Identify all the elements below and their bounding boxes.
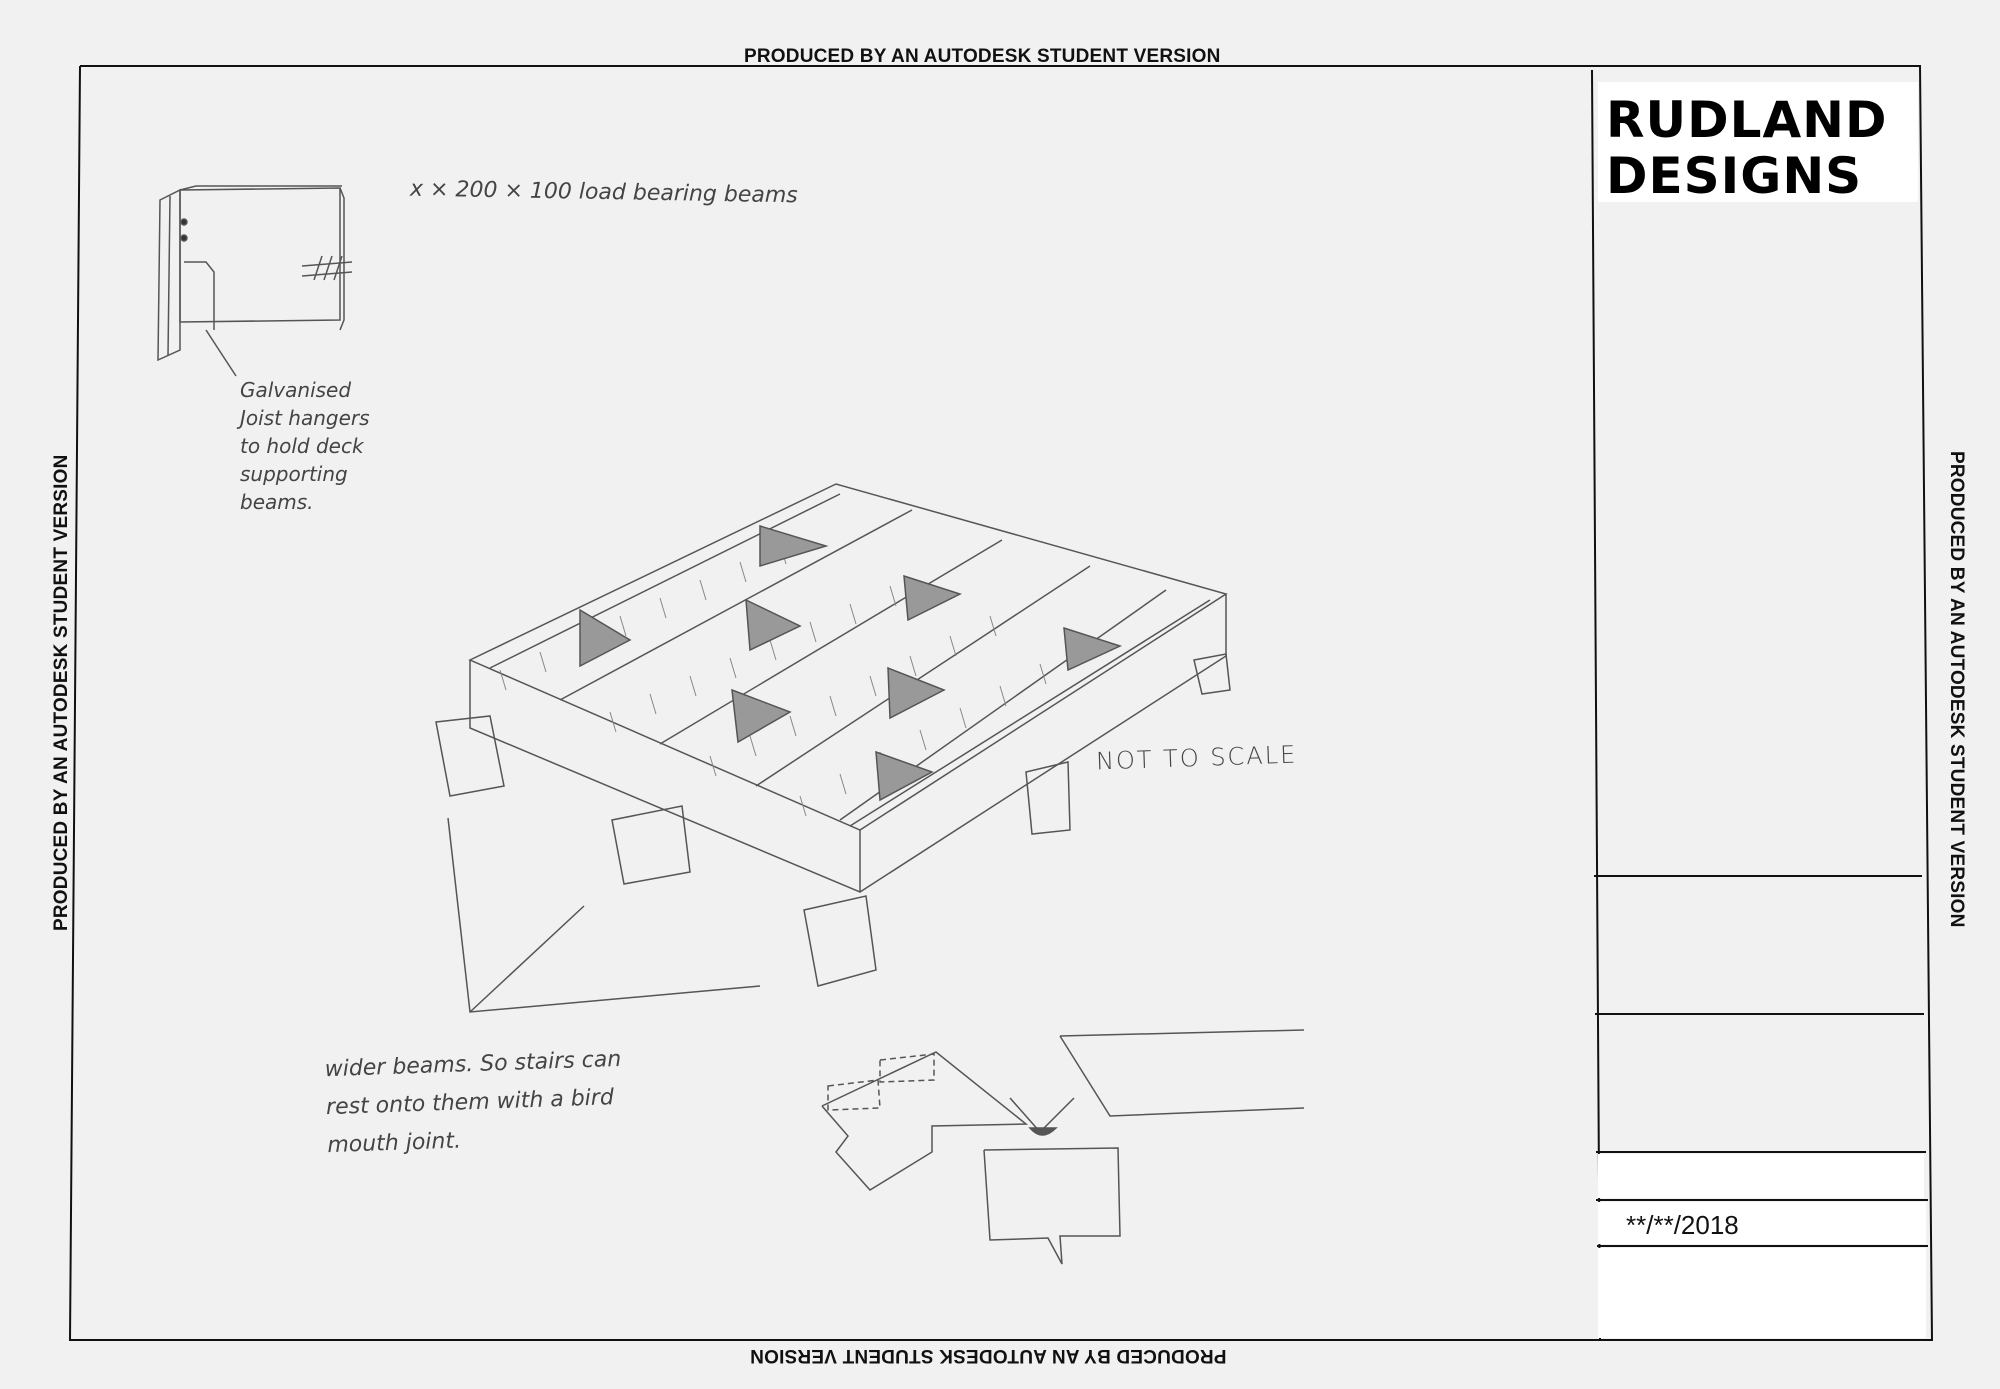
watermark-bottom: PRODUCED BY AN AUTODESK STUDENT VERSION: [750, 1345, 1227, 1366]
watermark-right: PRODUCED BY AN AUTODESK STUDENT VERSION: [1946, 451, 1967, 928]
title-block-field-bottom: [1598, 1248, 1926, 1338]
watermark-left: PRODUCED BY AN AUTODESK STUDENT VERSION: [51, 454, 72, 931]
watermark-top: PRODUCED BY AN AUTODESK STUDENT VERSION: [744, 46, 1221, 67]
title-block-divider: [1591, 69, 1601, 1341]
joist-hanger-sketch: [157, 185, 353, 377]
company-name-line-2: DESIGNS: [1606, 147, 1863, 205]
bird-mouth-joint-sketch: [821, 1029, 1305, 1265]
note-wider-beams: wider beams. So stairs can rest onto the…: [324, 1046, 622, 1159]
deck-frame-sketch: [435, 483, 1231, 1013]
company-logo: RUDLAND DESIGNS: [1598, 82, 1918, 205]
company-name-line-1: RUDLAND: [1606, 91, 1888, 149]
note-galvanised-joist-hangers: Galvanised Joist hangers to hold deck su…: [240, 378, 370, 514]
title-block-field-blank: [1598, 1154, 1924, 1198]
title-block-date-field: [1598, 1202, 1926, 1244]
drawing-border: [68, 65, 1934, 1341]
drawing-date: **/**/2018: [1626, 1210, 1739, 1240]
